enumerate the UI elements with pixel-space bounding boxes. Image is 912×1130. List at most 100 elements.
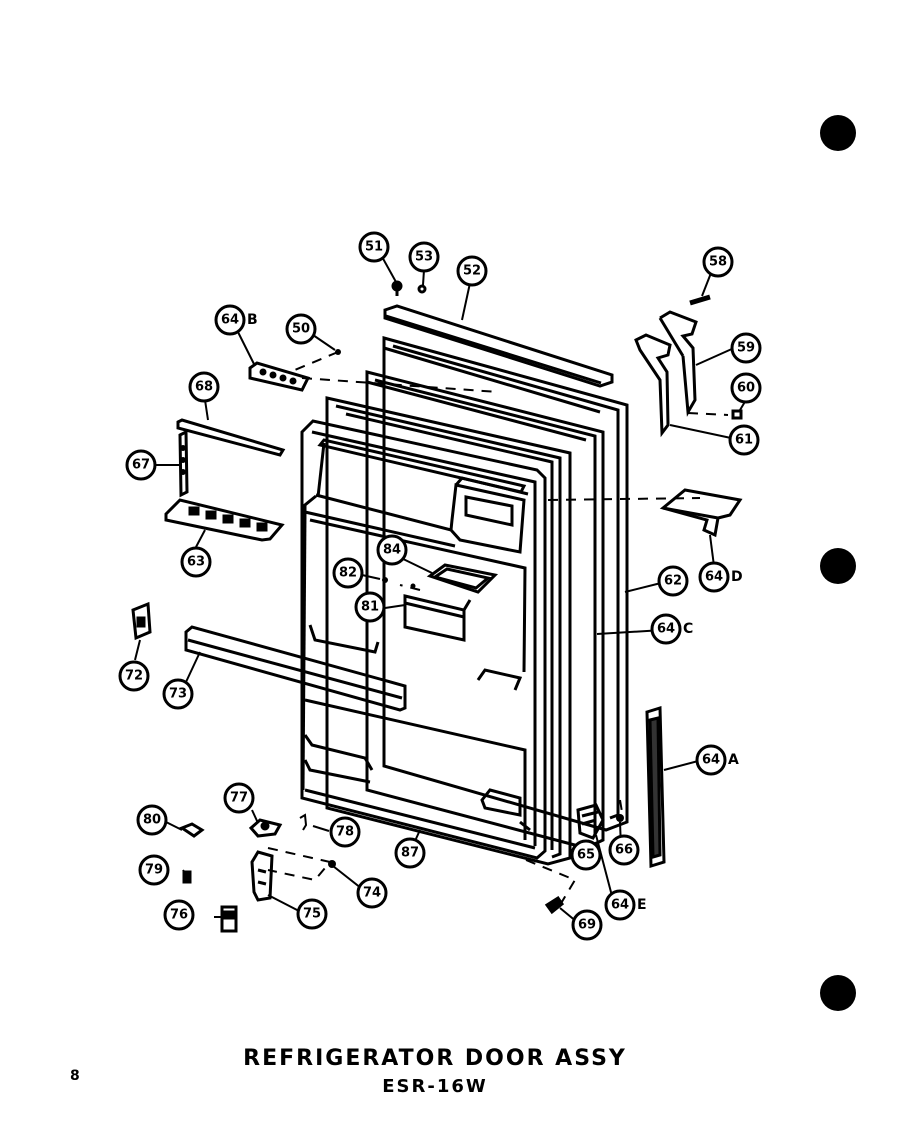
callout-64-a: 64 A (695, 744, 739, 776)
part-screw-79 (182, 870, 192, 884)
svg-text:50: 50 (292, 322, 310, 337)
part-screw-66 (616, 814, 624, 822)
part-screw-69 (544, 895, 565, 915)
binder-hole-top (820, 115, 856, 151)
part-plate-76 (220, 905, 238, 933)
callout-87: 87 (394, 837, 426, 869)
svg-text:73: 73 (169, 687, 187, 702)
part-door-liner-frame (365, 370, 605, 850)
svg-text:72: 72 (125, 669, 143, 684)
part-inner-door-liner (300, 419, 547, 860)
svg-text:66: 66 (615, 843, 633, 858)
part-screw-60 (731, 409, 743, 420)
diagram-title: REFRIGERATOR DOOR ASSY (243, 1046, 627, 1071)
callout-76: 76 (163, 899, 195, 931)
callout-73: 73 (162, 678, 194, 710)
svg-text:81: 81 (361, 600, 379, 615)
model-number: ESR-16W (382, 1076, 488, 1097)
svg-text:84: 84 (383, 543, 401, 558)
callout-66: 66 (608, 834, 640, 866)
svg-text:80: 80 (143, 813, 161, 828)
svg-text:82: 82 (339, 566, 357, 581)
svg-text:64: 64 (657, 622, 675, 637)
dashed-leaders (267, 351, 729, 906)
callout-79: 79 (138, 854, 170, 886)
svg-text:75: 75 (303, 907, 321, 922)
callout-64-e: 64 E (604, 889, 647, 921)
svg-text:64: 64 (705, 570, 723, 585)
part-door-gasket (325, 396, 572, 866)
callout-69: 69 (571, 909, 603, 941)
callout-64-d: 64 D (698, 561, 743, 593)
svg-text:B: B (247, 312, 258, 328)
svg-text:87: 87 (401, 846, 419, 861)
svg-text:64: 64 (611, 898, 629, 913)
callout-77: 77 (223, 782, 255, 814)
callout-52: 52 (456, 255, 488, 287)
svg-text:61: 61 (735, 433, 753, 448)
part-screw-84b (410, 583, 416, 589)
binder-hole-middle (820, 548, 856, 584)
callout-60: 60 (730, 372, 762, 404)
callout-80: 80 (136, 804, 168, 836)
part-shelf-63 (164, 498, 285, 542)
callout-81: 81 (354, 591, 386, 623)
svg-text:77: 77 (230, 791, 248, 806)
part-screw-82 (382, 577, 388, 583)
page-number: 8 (70, 1068, 80, 1084)
svg-text:A: A (728, 752, 739, 768)
binder-hole-bottom (820, 975, 856, 1011)
part-bracket-64b (248, 361, 311, 392)
svg-text:C: C (683, 621, 693, 637)
svg-text:D: D (731, 569, 743, 585)
svg-text:53: 53 (415, 250, 433, 265)
svg-text:60: 60 (737, 381, 755, 396)
callout-65: 65 (570, 839, 602, 871)
svg-text:68: 68 (195, 380, 213, 395)
svg-text:74: 74 (363, 886, 381, 901)
callout-75: 75 (296, 898, 328, 930)
part-clip-80 (178, 822, 205, 838)
callout-62: 62 (657, 565, 689, 597)
part-strip-68 (176, 418, 286, 457)
svg-text:64: 64 (221, 313, 239, 328)
part-hinge-block-75 (250, 850, 274, 902)
callout-68: 68 (188, 371, 220, 403)
part-bracket-64d (659, 488, 743, 538)
part-gasket-strip-64a (645, 705, 666, 869)
part-top-cap (383, 304, 614, 388)
callout-61: 61 (728, 424, 760, 456)
callout-63: 63 (180, 546, 212, 578)
callout-64-b: 64 B (214, 304, 258, 336)
callout-59: 59 (730, 332, 762, 364)
part-retainer-67 (178, 429, 189, 498)
callout-78: 78 (329, 816, 361, 848)
svg-text:E: E (637, 897, 647, 913)
svg-text:62: 62 (664, 574, 682, 589)
svg-text:52: 52 (463, 264, 481, 279)
part-plug-53 (417, 284, 427, 294)
callout-51: 51 (358, 231, 390, 263)
svg-text:51: 51 (365, 240, 383, 255)
part-hinge-77 (248, 818, 283, 838)
part-cover-81 (403, 594, 472, 642)
callout-84: 84 (376, 534, 408, 566)
leader-lines (134, 254, 747, 923)
callout-53: 53 (408, 241, 440, 273)
part-screw-51 (391, 280, 403, 296)
part-pin-58 (689, 294, 711, 306)
svg-text:58: 58 (709, 255, 727, 270)
part-hinge-bracket (634, 310, 698, 438)
part-magnet-64e (576, 803, 605, 840)
svg-text:78: 78 (336, 825, 354, 840)
callout-50: 50 (285, 313, 317, 345)
callout-74: 74 (356, 877, 388, 909)
callout-64-c: 64 C (650, 613, 693, 645)
callout-67: 67 (125, 449, 157, 481)
part-latch-72 (131, 601, 152, 641)
svg-text:69: 69 (578, 918, 596, 933)
callout-82: 82 (332, 557, 364, 589)
part-screw-78 (299, 813, 308, 831)
svg-text:65: 65 (577, 848, 595, 863)
